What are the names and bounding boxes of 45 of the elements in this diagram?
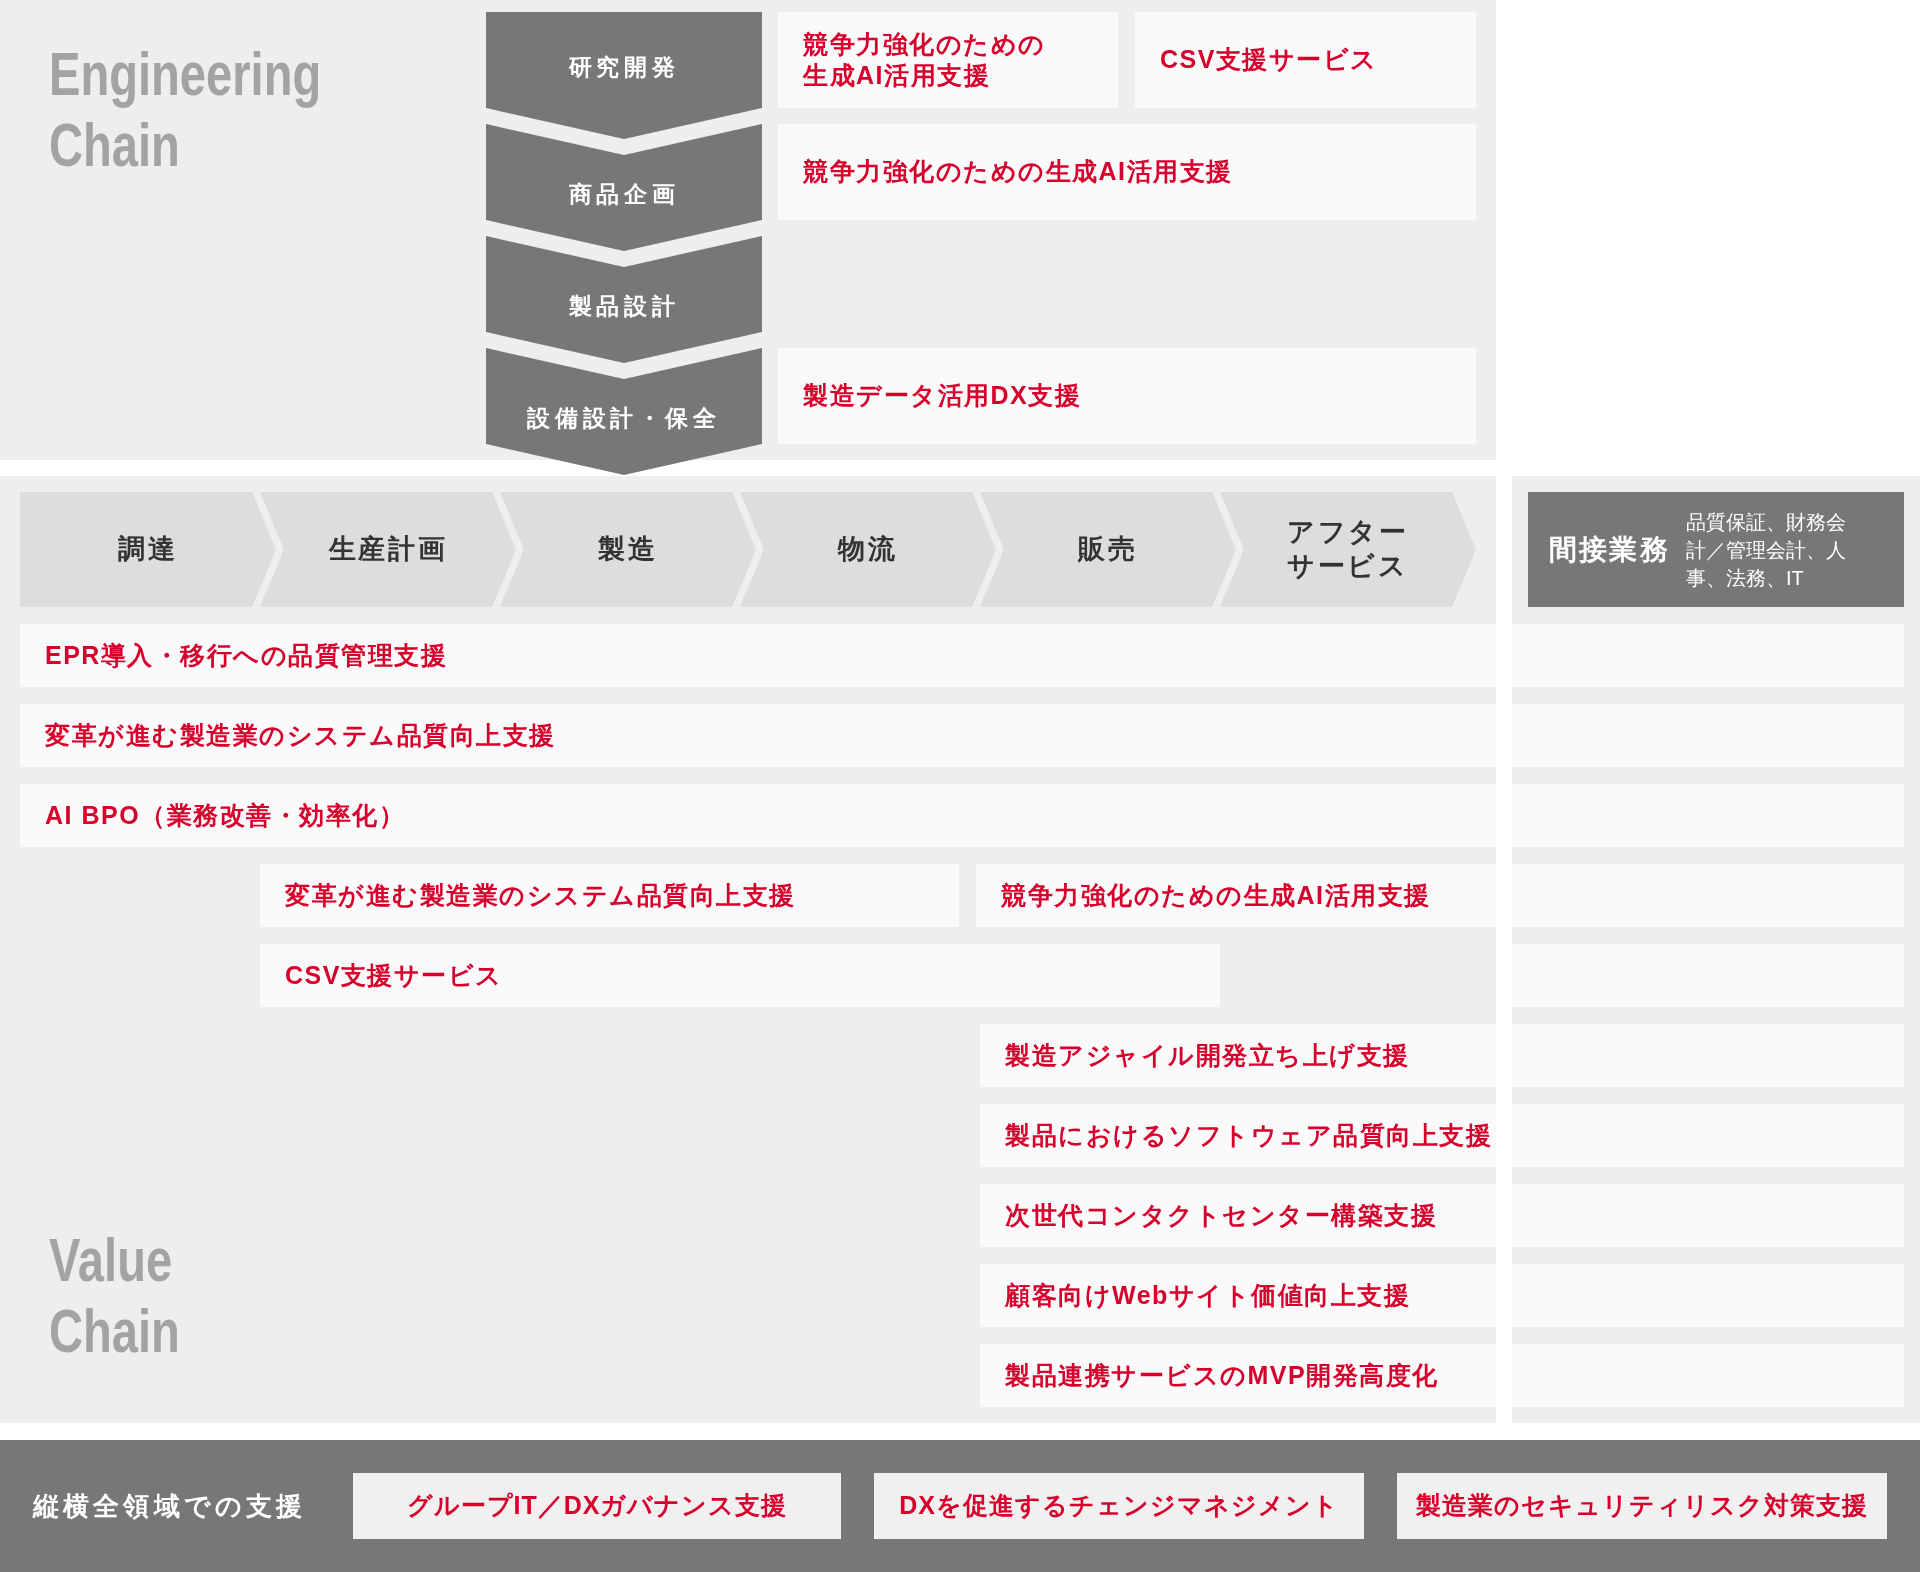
service-label: 製品におけるソフトウェア品質向上支援 xyxy=(1005,1119,1493,1151)
step-label: 設備設計・保全 xyxy=(527,405,721,433)
side-panel xyxy=(1512,476,1920,1423)
service-label: 競争力強化のための生成AI活用支援 xyxy=(803,28,1047,91)
service-label: CSV支援サービス xyxy=(1160,44,1379,76)
section-title: Engineering Chain xyxy=(49,38,322,180)
process-step xyxy=(486,236,762,363)
service-label: 製造業のセキュリティリスク対策支援 xyxy=(1416,1490,1868,1522)
service-label: 競争力強化のための生成AI活用支援 xyxy=(1001,879,1432,911)
section-panel xyxy=(0,0,1496,460)
step-label: 調達 xyxy=(118,532,178,566)
service-label: 変革が進む製造業のシステム品質向上支援 xyxy=(285,879,797,911)
service-label: 変革が進む製造業のシステム品質向上支援 xyxy=(45,719,557,751)
process-step xyxy=(486,348,762,475)
category-box xyxy=(1528,492,1904,607)
service-label: 競争力強化のための生成AI活用支援 xyxy=(803,156,1234,188)
step-label: 物流 xyxy=(838,532,898,566)
step-label: 販売 xyxy=(1078,532,1138,566)
service-label: 製造アジャイル開発立ち上げ支援 xyxy=(1005,1039,1411,1071)
step-label: 研究開発 xyxy=(568,53,680,82)
step-label: 製造 xyxy=(598,532,658,566)
step-label: 商品企画 xyxy=(568,181,680,209)
step-label: アフターサービス xyxy=(1286,515,1410,583)
category-title: 間接業務 xyxy=(1549,532,1670,567)
band-title: 縦横全領域での支援 xyxy=(33,1489,307,1523)
service-label: 次世代コンタクトセンター構築支援 xyxy=(1005,1199,1438,1231)
service-label: EPR導入・移行への品質管理支援 xyxy=(45,639,449,671)
service-box xyxy=(874,1473,1364,1539)
service-label: グループIT／DXガバナンス支援 xyxy=(406,1490,788,1522)
section-title: Value Chain xyxy=(49,1224,180,1366)
service-label: CSV支援サービス xyxy=(285,959,504,991)
service-label: 製品連携サービスのMVP開発高度化 xyxy=(1005,1359,1440,1391)
step-label: 生産計画 xyxy=(328,532,448,566)
process-step xyxy=(486,12,762,139)
service-label: AI BPO（業務改善・効率化） xyxy=(45,799,407,831)
service-label: DXを促進するチェンジマネジメント xyxy=(899,1490,1339,1522)
section-panel xyxy=(0,476,1496,1423)
category-description: 品質保証、財務会計／管理会計、人事、法務、IT xyxy=(1685,509,1847,591)
process-step xyxy=(486,124,762,251)
service-label: 顧客向けWebサイト価値向上支援 xyxy=(1005,1279,1412,1311)
bottom-band xyxy=(0,1440,1920,1572)
service-label: 製造データ活用DX支援 xyxy=(803,380,1083,412)
step-label: 製品設計 xyxy=(568,293,680,321)
service-box xyxy=(1397,1473,1887,1539)
service-box xyxy=(353,1473,841,1539)
